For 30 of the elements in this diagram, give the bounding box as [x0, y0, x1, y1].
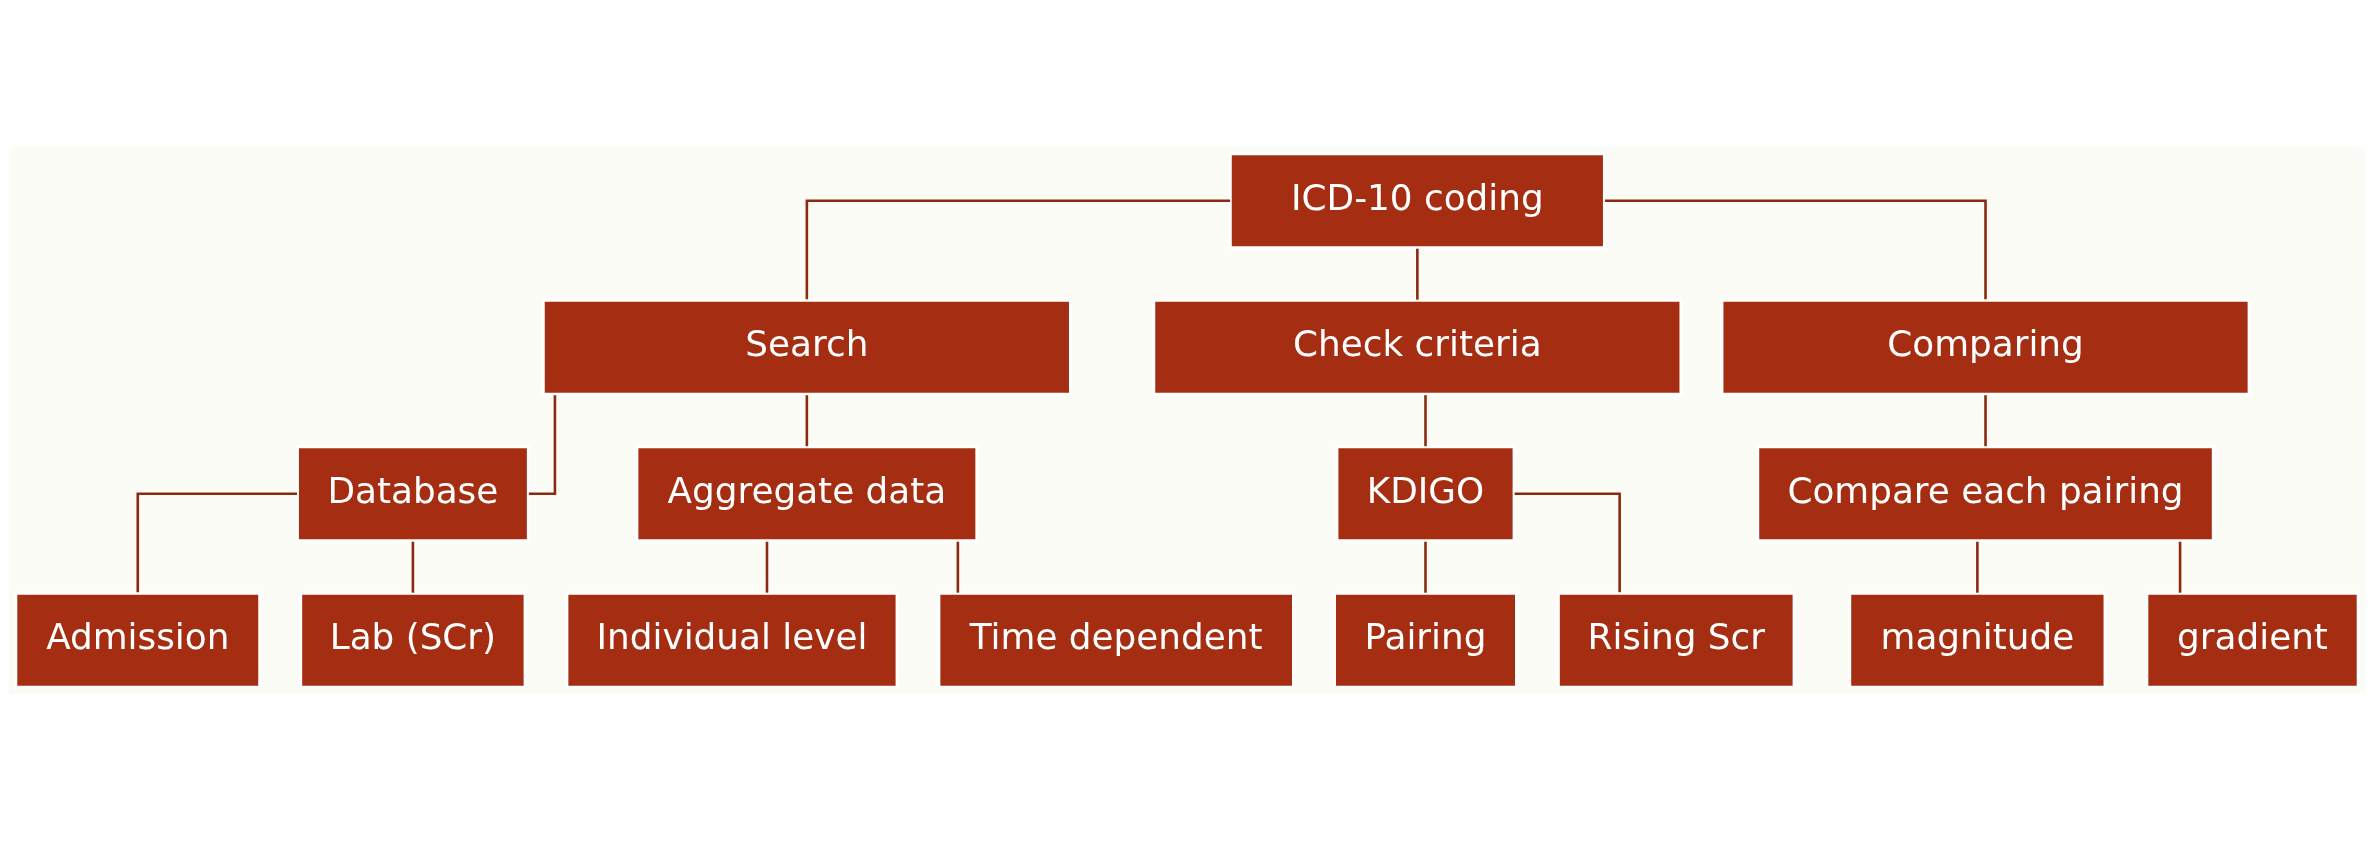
connector [2178, 541, 2182, 593]
connector [956, 541, 960, 593]
node-box: magnitude [1847, 591, 2107, 690]
connector [1416, 248, 1419, 300]
node-box: Rising Scr [1556, 591, 1796, 690]
node-box: Database [295, 444, 531, 543]
connector [1424, 541, 1427, 593]
connector [411, 541, 415, 593]
connector [805, 395, 809, 447]
node-box: Time dependent [937, 591, 1296, 690]
connector [1976, 541, 1979, 593]
node-box: Aggregate data [635, 444, 979, 543]
node-box: Lab (SCr) [298, 591, 527, 690]
node-box: Individual level [565, 591, 899, 690]
connector [1514, 492, 1621, 593]
node-box: ICD-10 coding [1228, 151, 1607, 250]
node-box: Admission [14, 591, 262, 690]
connector [805, 199, 1231, 300]
node-box: KDIGO [1335, 444, 1516, 543]
node-box: Compare each pairing [1755, 444, 2216, 543]
connector [136, 492, 297, 593]
connector [1984, 395, 1987, 447]
connector [765, 541, 769, 593]
node-box: Comparing [1720, 298, 2251, 397]
connector [1604, 199, 1987, 300]
connector [1424, 395, 1427, 447]
node-box: gradient [2145, 591, 2360, 690]
node-box: Search [541, 298, 1073, 397]
node-box: Pairing [1332, 591, 1519, 690]
node-box: Check criteria [1152, 298, 1683, 397]
